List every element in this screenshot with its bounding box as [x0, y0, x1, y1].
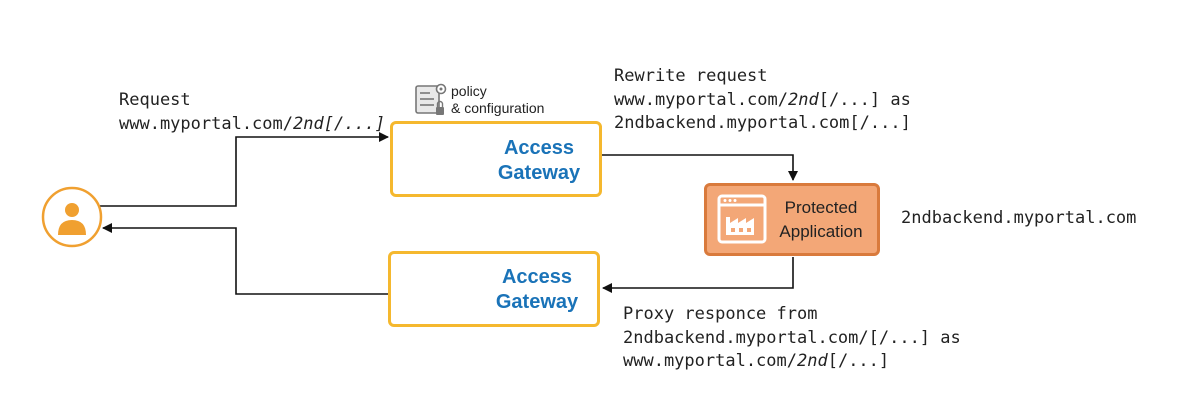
factory-window-icon	[717, 194, 767, 244]
configuration-line: & configuration	[451, 100, 545, 116]
proxy-url-prefix: www.myportal.com/	[623, 351, 797, 371]
access-gateway-bottom-line2: Gateway	[495, 291, 579, 313]
access-gateway-top-line2: Gateway	[497, 162, 581, 184]
access-gateway-top[interactable]	[390, 121, 602, 197]
access-gateway-bottom-label: Access Gateway	[482, 265, 592, 315]
proxy-response-arrow	[602, 257, 794, 293]
proxy-url-suffix: [/...]	[827, 351, 890, 371]
request-arrow	[100, 132, 389, 207]
request-url-prefix: www.myportal.com/	[119, 113, 293, 134]
policy-label: policy & configuration	[451, 83, 544, 117]
backend-host-label: 2ndbackend.myportal.com	[901, 208, 1137, 228]
rewrite-label: Rewrite request www.myportal.com/2nd[/..…	[614, 65, 911, 136]
protected-application-label: Protected Application	[767, 196, 875, 244]
policy-document-icon	[415, 83, 447, 115]
policy-line: policy	[451, 83, 487, 99]
rewrite-url-prefix: www.myportal.com/	[614, 89, 788, 110]
proxy-source: 2ndbackend.myportal.com/[/...] as	[623, 327, 961, 348]
rewrite-url-suffix: [/...] as	[818, 89, 911, 110]
rewrite-title: Rewrite request	[614, 66, 768, 86]
proxy-title: Proxy responce from	[623, 304, 818, 324]
request-url-italic: 2nd[/...]	[293, 113, 386, 134]
rewrite-url-italic: 2nd	[788, 89, 819, 110]
user-icon	[41, 186, 103, 248]
access-gateway-top-line1: Access	[503, 137, 575, 159]
request-title: Request	[119, 90, 191, 110]
protected-application-line2: Application	[779, 222, 863, 241]
rewrite-target: 2ndbackend.myportal.com[/...]	[614, 113, 911, 133]
protected-application-line1: Protected	[784, 198, 858, 217]
response-arrow	[102, 223, 388, 295]
access-gateway-bottom[interactable]	[388, 251, 600, 327]
access-gateway-bottom-line1: Access	[501, 266, 573, 288]
request-label: Request www.myportal.com/2nd[/...]	[119, 89, 385, 136]
rewrite-arrow	[601, 154, 798, 181]
proxy-url-italic: 2nd	[797, 351, 828, 371]
proxy-response-label: Proxy responce from 2ndbackend.myportal.…	[623, 303, 961, 374]
access-gateway-top-label: Access Gateway	[484, 136, 594, 186]
